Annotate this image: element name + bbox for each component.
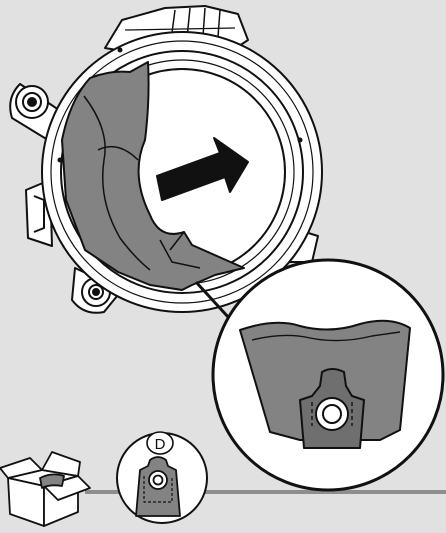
bag-size-icon: D xyxy=(117,432,207,523)
bag-collar-detail-icon xyxy=(213,260,443,490)
box-icon xyxy=(0,452,90,526)
bag-size-label: D xyxy=(155,436,166,453)
